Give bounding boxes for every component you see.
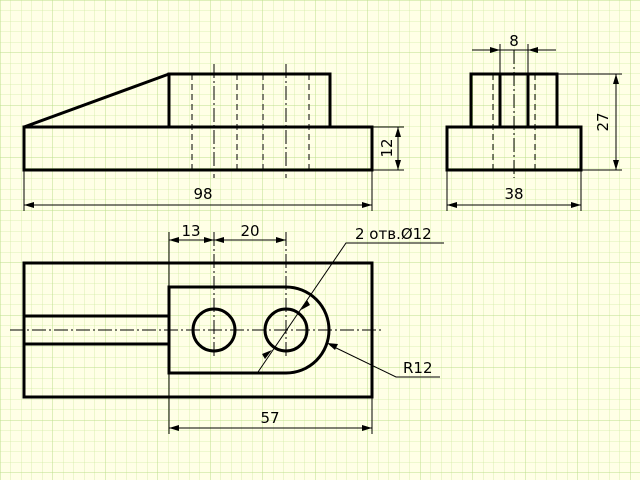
plan-view-slot xyxy=(24,314,169,346)
dim-arrow xyxy=(214,237,224,243)
dim-plan-slot-length: 57 xyxy=(260,409,279,427)
dim-arrow xyxy=(301,300,310,310)
dim-arrow xyxy=(276,237,286,243)
dim-arrow xyxy=(571,202,581,208)
dim-arrow xyxy=(395,160,401,170)
note-plan-holes: 2 отв.Ø12 xyxy=(355,225,432,243)
dim-plan-hole-offset: 13 xyxy=(181,222,200,240)
dim-arrow xyxy=(613,160,619,170)
dim-arrow xyxy=(362,202,372,208)
dim-arrow xyxy=(447,202,457,208)
dim-arrow xyxy=(262,350,272,359)
dim-arrow xyxy=(204,237,214,243)
dim-arrow xyxy=(362,425,372,431)
dim-arrow xyxy=(327,343,338,350)
side-view: 8 27 38 xyxy=(445,32,622,211)
dim-front-length: 98 xyxy=(193,185,212,203)
dim-arrow xyxy=(395,127,401,137)
dim-plan-radius: R12 xyxy=(403,359,433,377)
dim-arrow xyxy=(528,47,538,53)
dim-arrow xyxy=(169,425,179,431)
dim-arrow xyxy=(490,47,500,53)
dim-side-width: 38 xyxy=(504,185,523,203)
dim-arrow xyxy=(613,74,619,84)
dim-side-height: 27 xyxy=(594,112,612,131)
plan-view: 13 20 2 отв.Ø12 R12 57 xyxy=(10,222,444,434)
dim-arrow xyxy=(24,202,34,208)
leader-line-holes xyxy=(257,242,444,373)
dim-plan-hole-spacing: 20 xyxy=(240,222,259,240)
plan-view-boss-outline xyxy=(167,285,331,375)
front-view: 12 98 xyxy=(22,64,404,211)
front-view-boss xyxy=(167,72,332,129)
dim-front-height: 12 xyxy=(378,138,396,157)
leader-line-radius xyxy=(329,344,440,378)
front-view-slope xyxy=(23,72,170,129)
dim-side-slot-width: 8 xyxy=(509,32,519,50)
dim-arrow xyxy=(169,237,179,243)
